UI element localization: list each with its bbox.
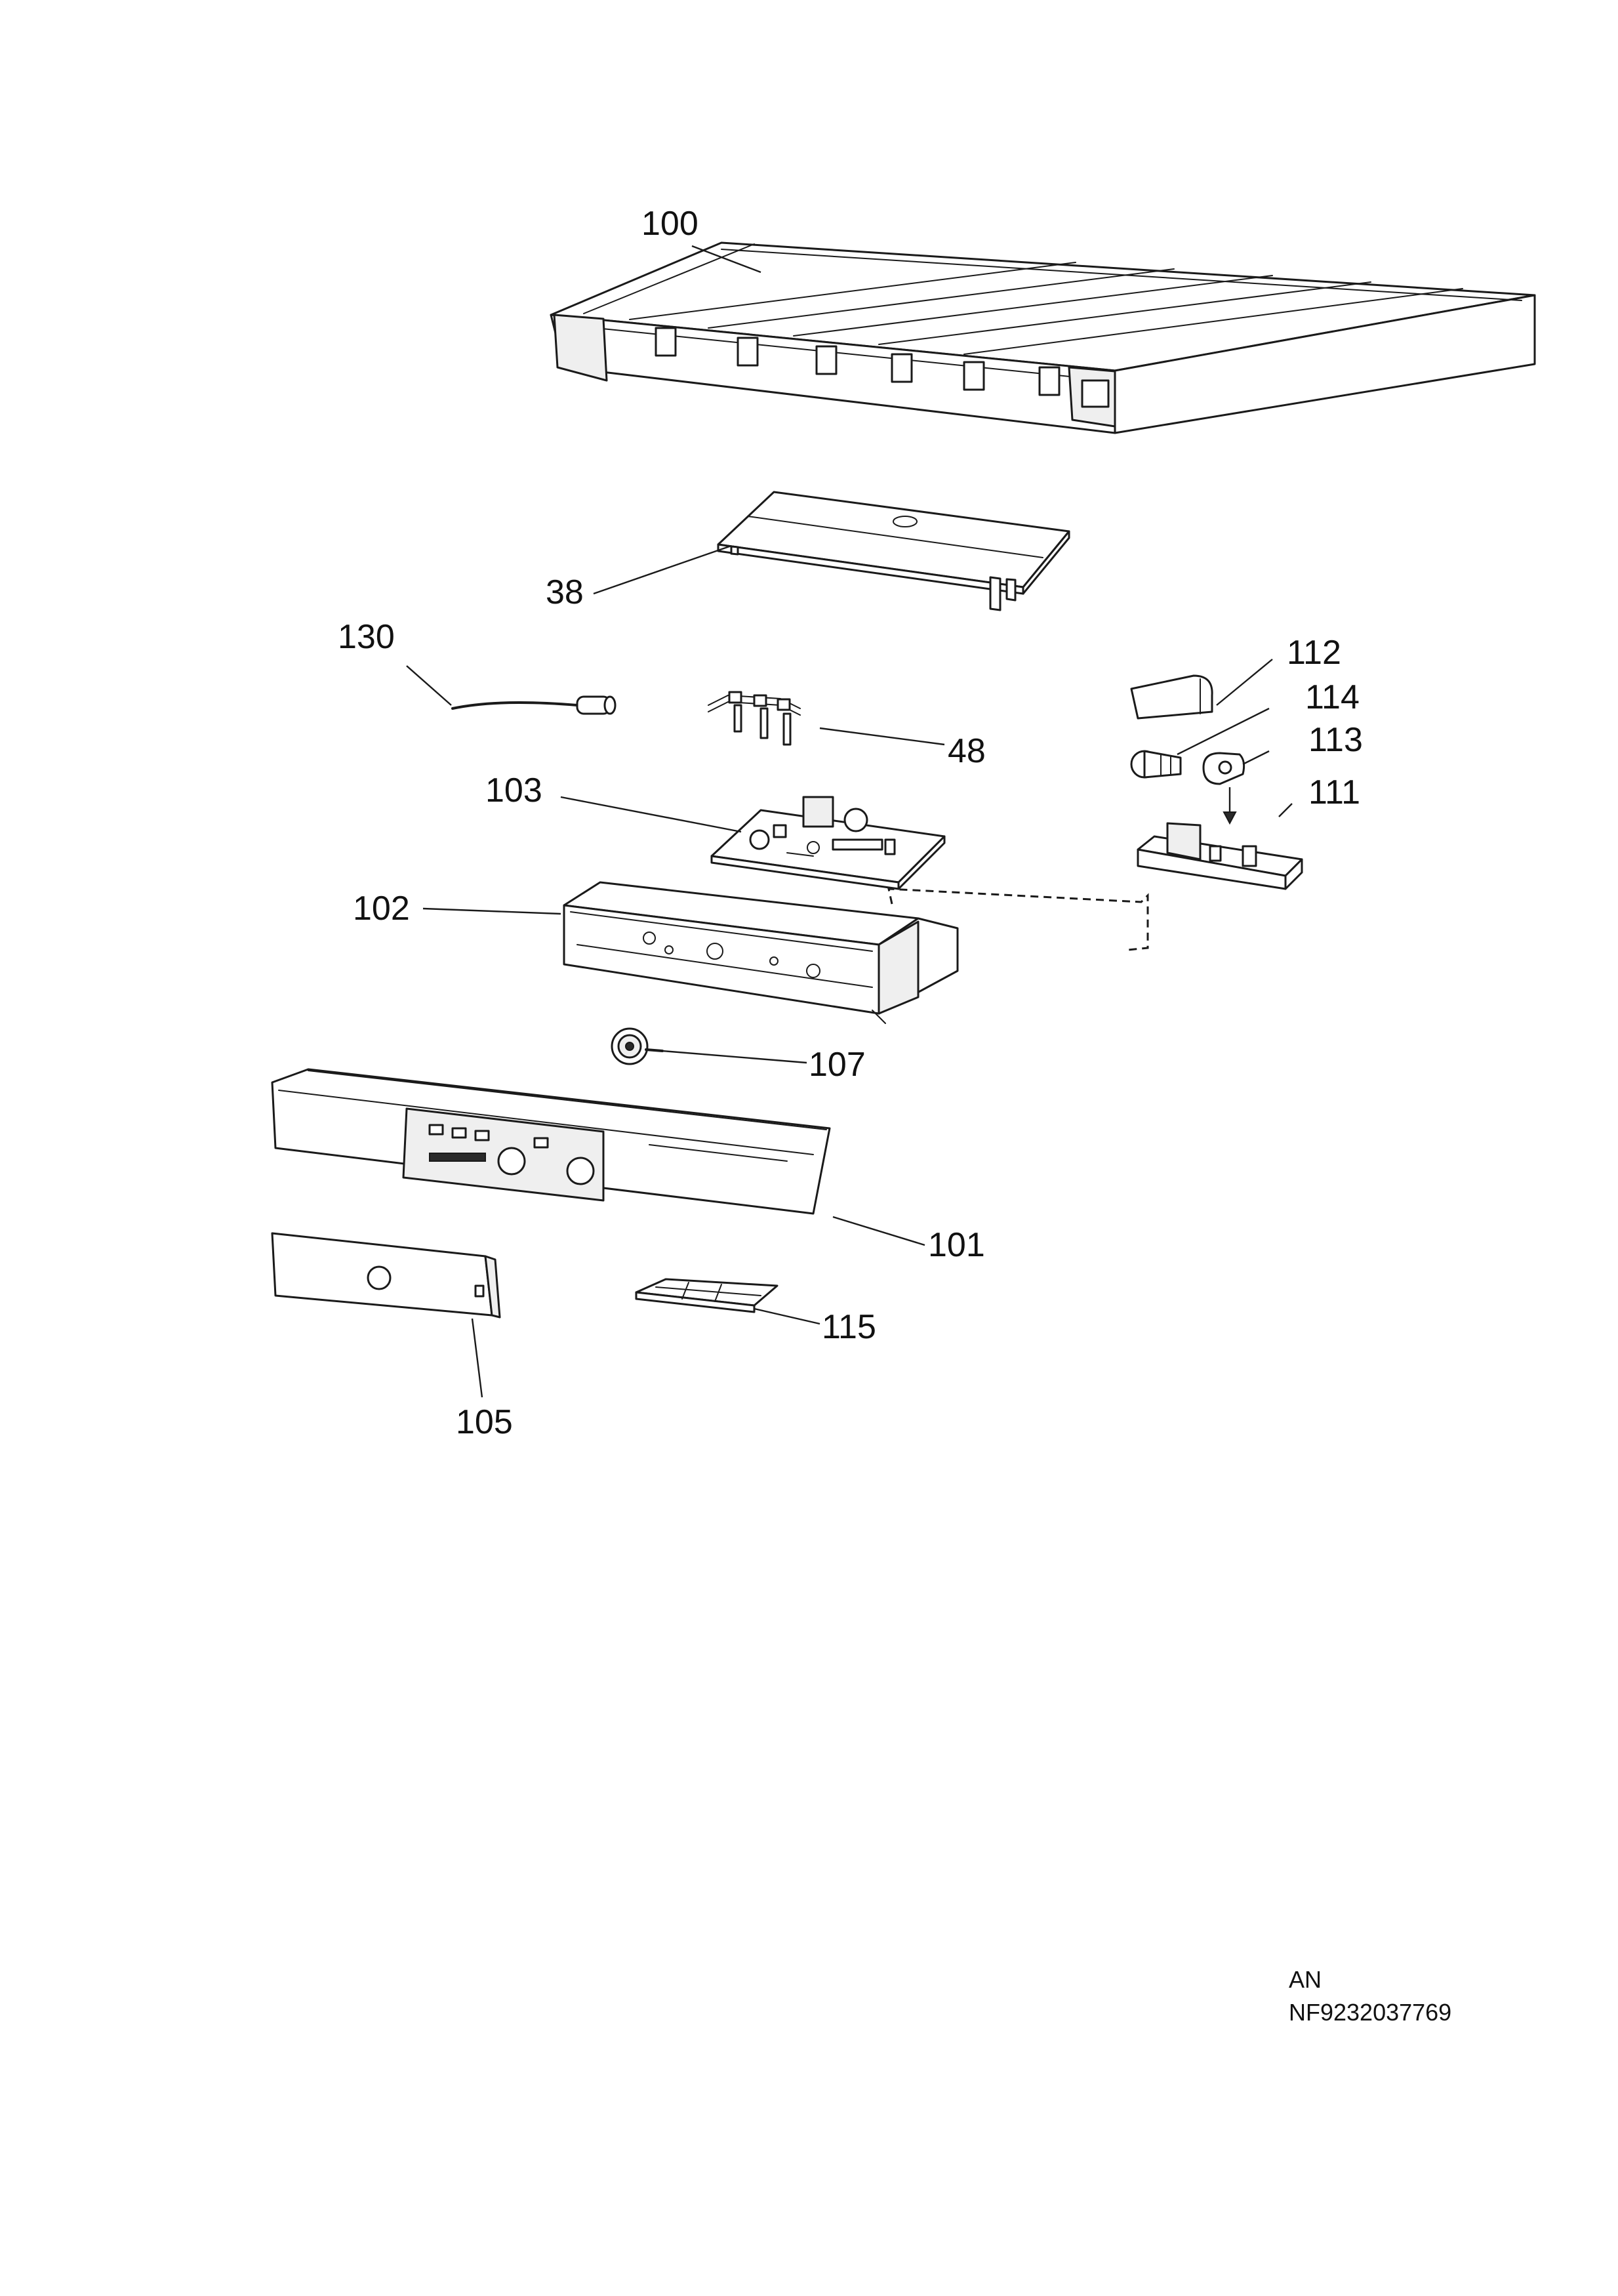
callout-102: 102 <box>353 890 410 928</box>
callout-111: 111 <box>1308 773 1360 811</box>
part-112-cap <box>1130 674 1213 720</box>
callout-130: 130 <box>338 618 395 656</box>
callout-100: 100 <box>641 205 698 243</box>
part-111-socket-base <box>1137 822 1303 890</box>
callout-115: 115 <box>822 1308 876 1346</box>
part-113-lamp-holder <box>1202 752 1245 825</box>
callout-107: 107 <box>809 1046 866 1084</box>
callout-103: 103 <box>485 771 542 810</box>
callout-labels: 100 38 130 48 112 114 113 111 103 102 10… <box>338 205 1363 1441</box>
drawing-code: AN NF9232037769 <box>1289 1966 1451 2026</box>
footer-line-2: NF9232037769 <box>1289 1999 1451 2026</box>
callout-101: 101 <box>928 1226 985 1264</box>
part-100-top-cover <box>550 241 1536 434</box>
part-107-knob <box>611 1027 664 1065</box>
callout-114: 114 <box>1305 678 1360 716</box>
part-130-sensor-cable <box>451 695 617 715</box>
leader-lines <box>406 245 1293 1398</box>
callout-48: 48 <box>948 732 986 770</box>
part-115-grille <box>635 1278 779 1313</box>
part-101-control-fascia <box>271 1068 831 1215</box>
part-105-side-cover <box>271 1232 501 1319</box>
part-48-terminal-contacts <box>708 691 801 746</box>
callout-113: 113 <box>1308 721 1363 759</box>
callout-112: 112 <box>1287 634 1341 672</box>
callout-38: 38 <box>546 573 584 611</box>
footer-line-1: AN <box>1289 1966 1322 1993</box>
callout-105: 105 <box>456 1403 513 1441</box>
part-38-cover-plate <box>717 491 1070 611</box>
part-103-electronic-board <box>710 796 946 890</box>
connection-dashed-line <box>887 888 1149 951</box>
part-102-control-frame <box>563 881 959 1024</box>
part-114-lamp <box>1130 750 1182 779</box>
